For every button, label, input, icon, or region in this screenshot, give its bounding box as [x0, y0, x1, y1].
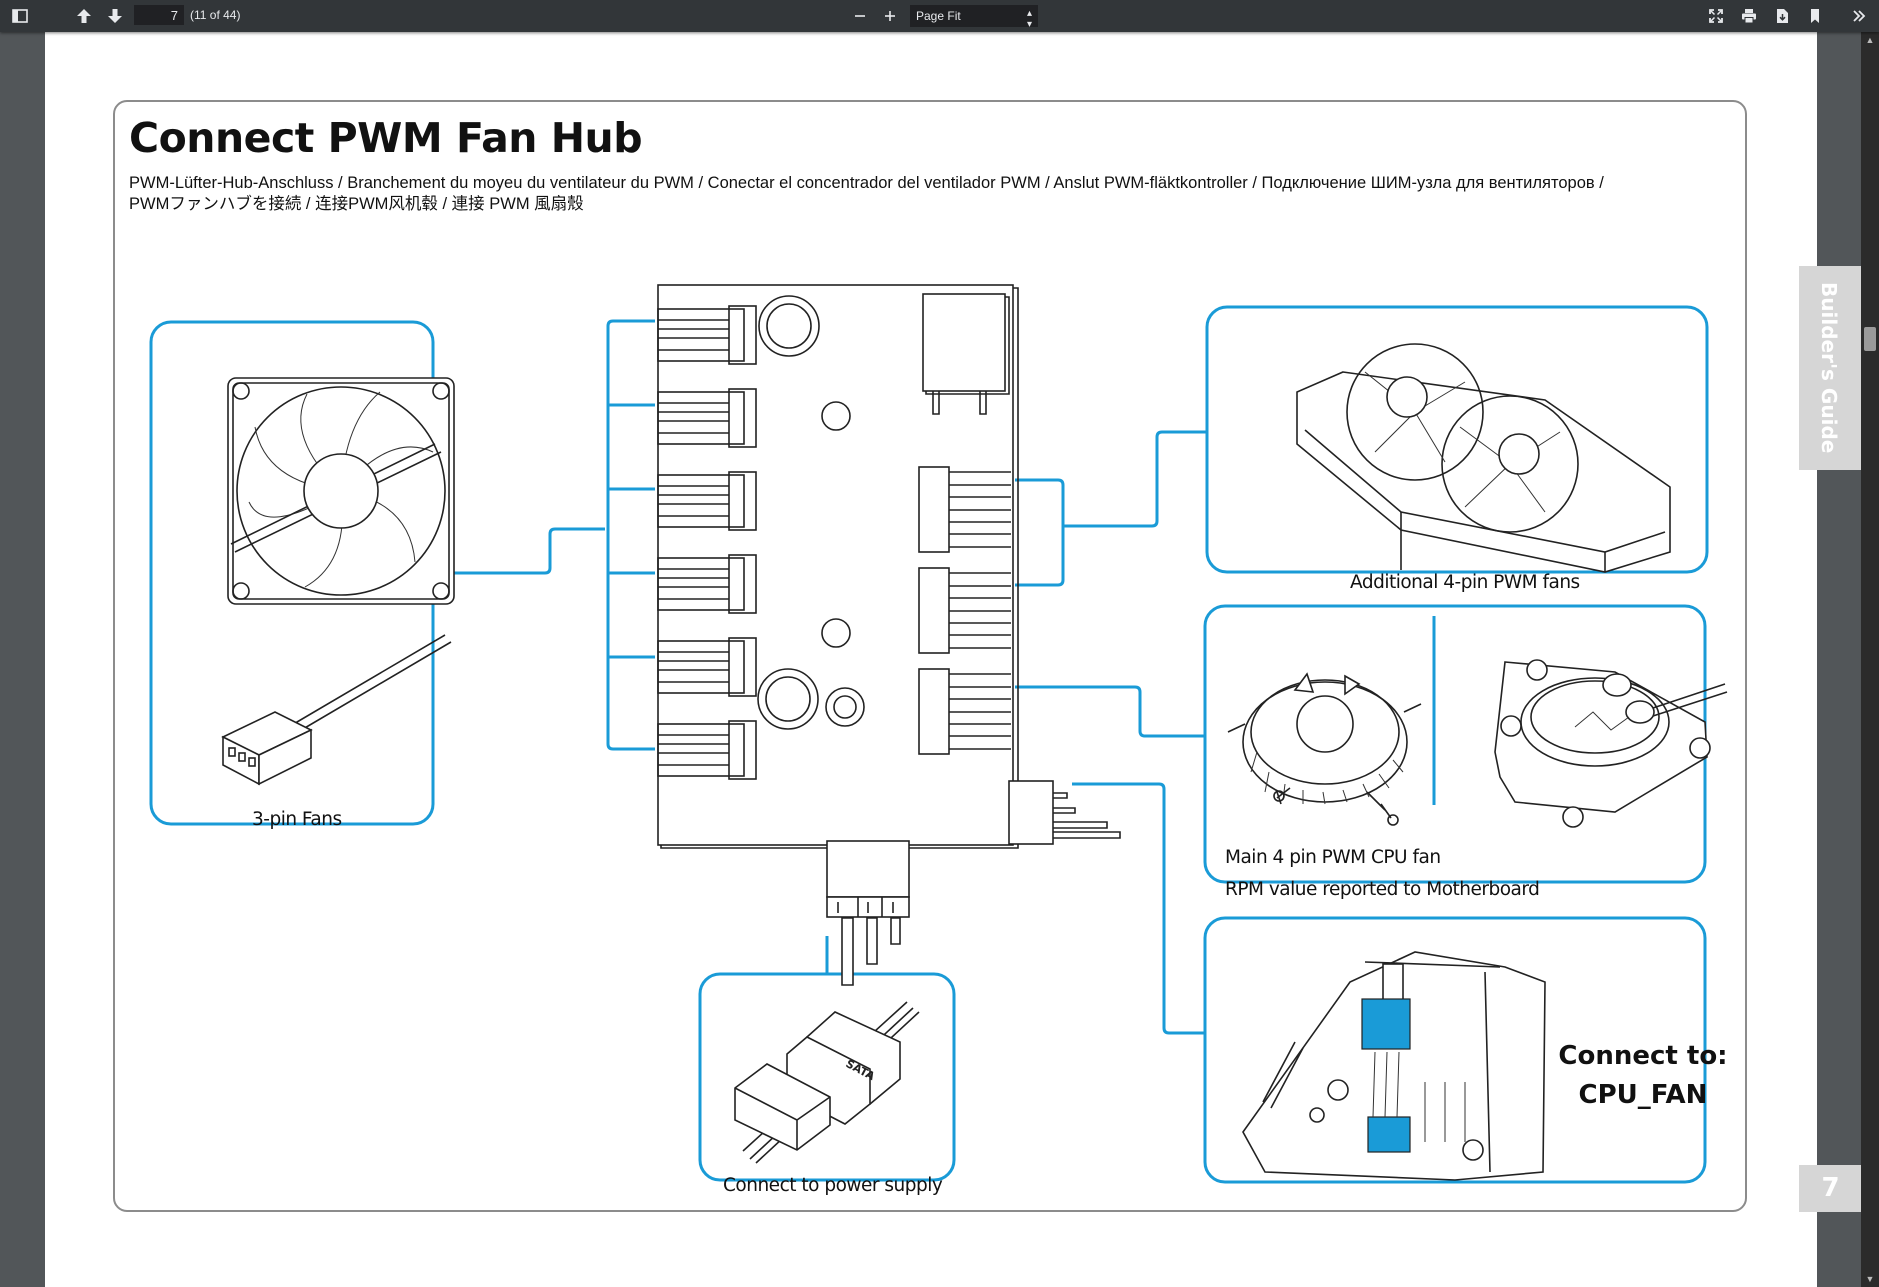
fullscreen-icon[interactable] [1702, 0, 1730, 32]
power-supply-label: Connect to power supply [723, 1175, 943, 1196]
connect-to-line1: Connect to: [1558, 1041, 1728, 1071]
builders-guide-label: Builder's Guide [1817, 282, 1841, 454]
pwm-hub-board [657, 284, 1121, 986]
motherboard-illustration [1242, 951, 1546, 1181]
builders-guide-tab: Builder's Guide [1799, 266, 1862, 470]
scroll-up-arrow-icon[interactable]: ▲ [1865, 35, 1875, 45]
print-icon[interactable] [1735, 0, 1763, 32]
page-frame [113, 100, 1747, 1212]
page-count: (11 of 44) [190, 8, 241, 22]
wiring-diagram: .bl { fill:none; stroke:#1a9bd7; stroke-… [149, 284, 1728, 1184]
cpu-fan-header-highlight [1361, 998, 1411, 1050]
sata-connector-illustration: SATA [734, 1001, 920, 1164]
select-arrows-icon: ▴▾ [1026, 8, 1032, 30]
connect-to-line2: CPU_FAN [1578, 1080, 1708, 1110]
bookmark-icon[interactable] [1801, 0, 1829, 32]
arrow-down-icon[interactable] [101, 0, 129, 32]
cpu-cooler-illustration [1227, 672, 1422, 826]
additional-fans-panel [1205, 305, 1709, 574]
motherboard-panel [1203, 916, 1707, 1184]
page-title: Connect PWM Fan Hub [129, 114, 643, 162]
cpu-fan-pins-highlight [1367, 1116, 1411, 1153]
minus-icon[interactable] [846, 0, 874, 32]
additional-fans-label: Additional 4-pin PWM fans [1350, 572, 1580, 593]
rpm-value-label: RPM value reported to Motherboard [1225, 879, 1540, 900]
connect-to-label: Connect to: CPU_FAN [1543, 1037, 1743, 1115]
scroll-down-arrow-icon[interactable]: ▼ [1865, 1274, 1875, 1284]
radiator-illustration [1296, 343, 1671, 573]
pdf-toolbar: (11 of 44) Page Fit ▴▾ [0, 0, 1879, 32]
page-number-tab: 7 [1799, 1165, 1862, 1212]
zoom-select[interactable]: Page Fit ▴▾ [910, 5, 1038, 30]
main-cpu-fan-label: Main 4 pin PWM CPU fan [1225, 847, 1441, 868]
sidebar-toggle-icon[interactable] [6, 0, 34, 32]
water-block-illustration [1494, 659, 1728, 828]
arrow-up-icon[interactable] [70, 0, 98, 32]
document-page: Connect PWM Fan Hub PWM-Lüfter-Hub-Ansch… [45, 32, 1862, 1287]
page-subtitle: PWM-Lüfter-Hub-Anschluss / Branchement d… [129, 174, 1604, 213]
page-number-input[interactable] [134, 5, 184, 25]
vertical-scrollbar[interactable]: ▲ ▼ [1861, 32, 1879, 1287]
scroll-thumb[interactable] [1864, 327, 1876, 351]
zoom-value: Page Fit [916, 9, 961, 23]
three-pin-fan-illustration [221, 377, 455, 786]
plus-icon[interactable] [876, 0, 904, 32]
three-pin-fans-label: 3-pin Fans [252, 809, 342, 830]
hub-connector-lines [433, 319, 1207, 1035]
double-chevron-icon[interactable] [1845, 0, 1873, 32]
page-number-label: 7 [1821, 1173, 1840, 1203]
save-icon[interactable] [1768, 0, 1796, 32]
